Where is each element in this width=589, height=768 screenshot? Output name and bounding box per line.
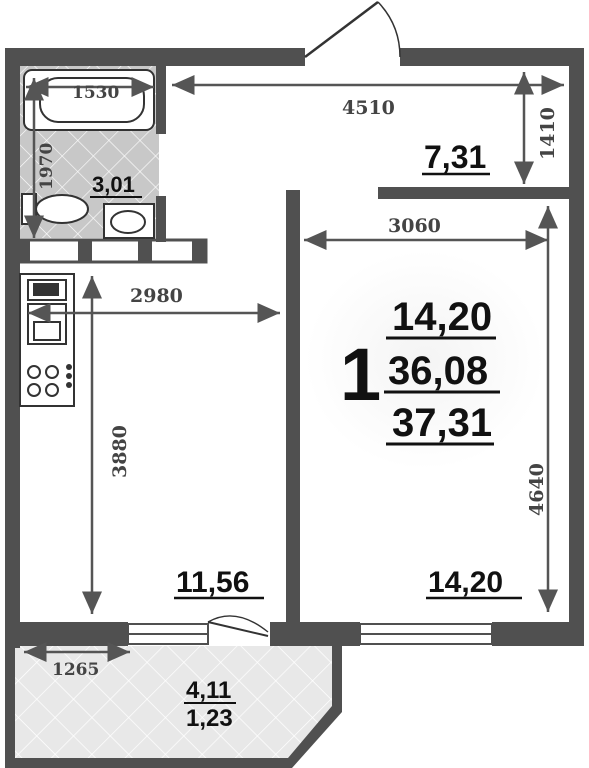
room-length-label: 4640 <box>526 463 548 516</box>
room-count: 1 <box>340 333 381 416</box>
balcony-area: 4,11 <box>186 677 231 704</box>
balcony-length-label: 1265 <box>52 660 99 680</box>
washbasin <box>103 203 155 239</box>
bath-length-label: 1970 <box>37 143 57 190</box>
gas-symbol <box>66 364 72 388</box>
bathroom-area: 3,01 <box>92 172 135 197</box>
entrance-door <box>304 1 401 58</box>
balcony-reduced-area: 1,23 <box>186 705 233 732</box>
summary-total-with-balcony: 37,31 <box>392 401 492 445</box>
hall-area: 7,31 <box>424 139 486 175</box>
hall-length-label: 4510 <box>342 97 395 119</box>
kitchen-length-label: 3880 <box>109 425 131 478</box>
balcony-floor <box>15 646 332 758</box>
kitchen-area: 11,56 <box>176 566 249 599</box>
toilet <box>21 193 89 225</box>
summary-living-area: 14,20 <box>392 295 492 339</box>
hall-width-label: 1410 <box>537 107 559 160</box>
dimension-lines <box>24 72 564 662</box>
summary-total-area: 36,08 <box>388 349 488 393</box>
living-room-area: 14,20 <box>428 566 503 599</box>
balcony-door <box>207 615 269 637</box>
bath-width-label: 1530 <box>72 83 119 103</box>
windows <box>127 623 493 645</box>
kitchen-counter <box>19 273 75 407</box>
room-width-label: 3060 <box>388 215 441 237</box>
kitchen-width-label: 2980 <box>130 285 183 307</box>
